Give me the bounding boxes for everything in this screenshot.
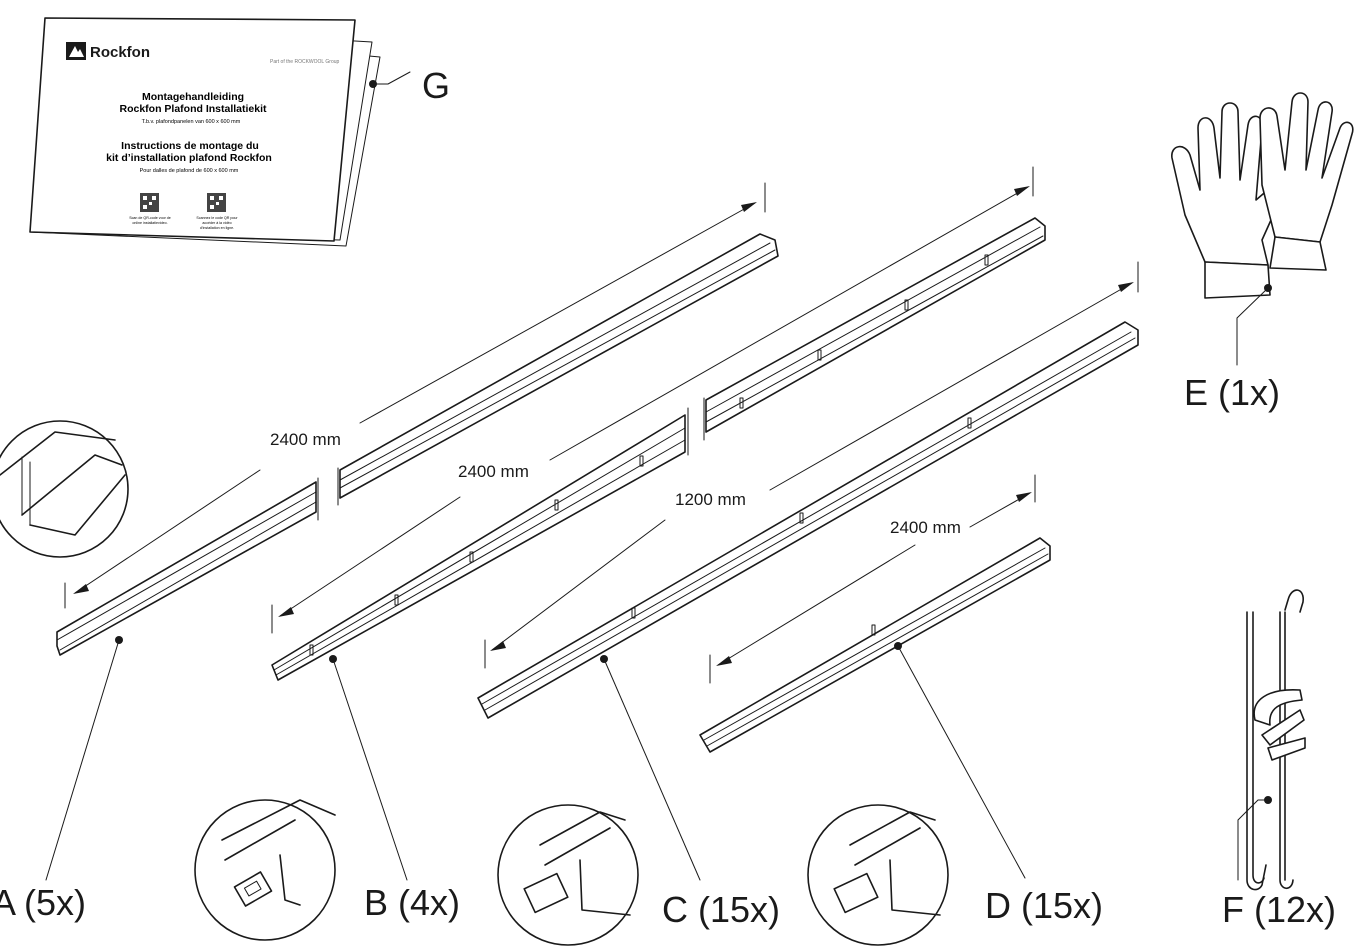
- detail-a: [0, 420, 129, 558]
- dim-b-2400: 2400 mm: [458, 462, 529, 481]
- dim-d-2400: 2400 mm: [890, 518, 961, 537]
- qr-code-icon: [207, 193, 226, 212]
- qr-code-icon: [140, 193, 159, 212]
- glove-icon: [1171, 102, 1285, 299]
- label-e: E (1x): [1184, 372, 1280, 413]
- booklet-fr-title-1: Instructions de montage du: [121, 140, 259, 152]
- part-a-wall-angle: 2400 mm A (5x): [0, 182, 779, 923]
- rockfon-logo: Rockfon: [66, 42, 150, 61]
- part-g-booklet: Rockfon Part of the ROCKWOOL Group Monta…: [29, 17, 450, 247]
- label-a: A (5x): [0, 882, 86, 923]
- part-b-main-runner: 2400 mm B (4x): [194, 166, 1046, 941]
- dim-c-1200: 1200 mm: [675, 490, 746, 509]
- booklet-fr-subtitle: Pour dalles de plafond de 600 x 600 mm: [140, 168, 239, 174]
- qr-caption-nl-2: online installatievideo.: [132, 221, 167, 225]
- booklet-fr-title-2: kit d’installation plafond Rockfon: [106, 152, 272, 164]
- booklet-brand: Rockfon: [90, 44, 150, 61]
- part-e-gloves: E (1x): [1171, 92, 1354, 413]
- label-g: G: [422, 65, 450, 106]
- detail-c: [497, 804, 639, 946]
- label-f: F (12x): [1222, 889, 1336, 930]
- label-d: D (15x): [985, 885, 1103, 926]
- qr-caption-nl-1: Scan de QR-code voor de: [129, 216, 171, 220]
- qr-caption-fr-2: accéder à la vidéo: [202, 221, 231, 225]
- detail-d: [807, 804, 949, 946]
- part-c-cross-tee-1200: 1200 mm C (15x): [477, 261, 1139, 946]
- qr-caption-fr-3: d’installation en ligne.: [200, 226, 234, 230]
- qr-caption-fr-1: Scannez le code QR pour: [196, 216, 238, 220]
- booklet-tagline: Part of the ROCKWOOL Group: [270, 59, 340, 65]
- booklet-nl-title-1: Montagehandleiding: [142, 91, 244, 103]
- dim-a-2400: 2400 mm: [270, 430, 341, 449]
- booklet-nl-subtitle: T.b.v. plafondpanelen van 600 x 600 mm: [142, 119, 241, 125]
- part-d-cross-tee-600: 2400 mm D (15x): [699, 474, 1103, 946]
- label-c: C (15x): [662, 889, 780, 930]
- glove-icon: [1259, 92, 1354, 271]
- booklet-nl-title-2: Rockfon Plafond Installatiekit: [119, 103, 267, 115]
- label-b: B (4x): [364, 882, 460, 923]
- part-f-hanger: F (12x): [1222, 589, 1336, 930]
- detail-b: [194, 799, 336, 941]
